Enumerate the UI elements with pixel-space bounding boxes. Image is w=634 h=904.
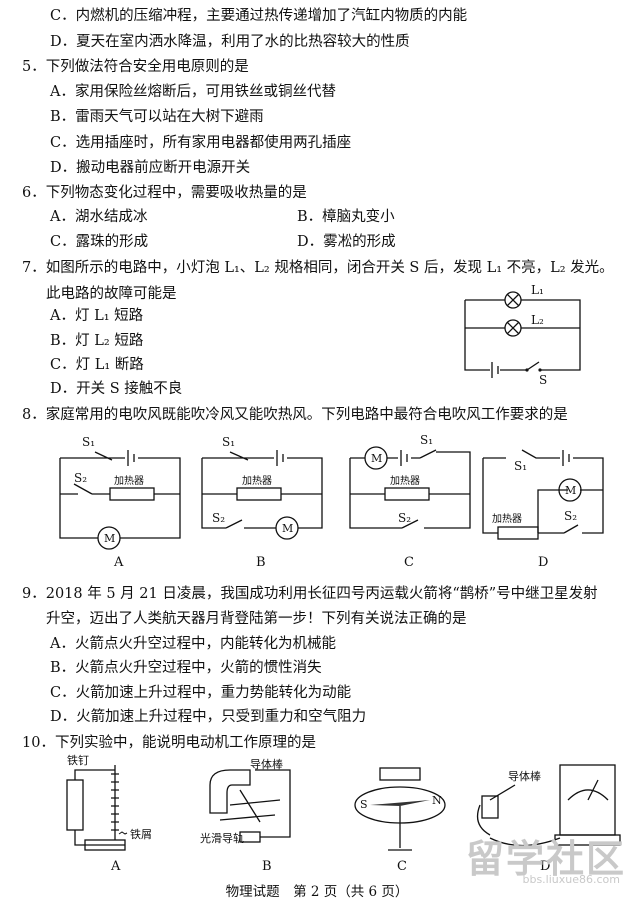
q7-option-c: C．灯 L₁ 断路 [50, 357, 144, 373]
q7-stem-line1: 7．如图所示的电路中，小灯泡 L₁、L₂ 规格相同，闭合开关 S 后，发现 L₁… [22, 260, 614, 276]
svg-text:S₁: S₁ [514, 459, 527, 473]
q8-circuit-c: M S₁ S₂ 加热器 C [349, 433, 471, 570]
svg-text:加热器: 加热器 [492, 512, 522, 525]
q10-experiment-d: 导体棒 D [476, 764, 621, 874]
q9-option-c: C．火箭加速上升过程中，重力势能转化为动能 [50, 685, 352, 701]
svg-text:导体棒: 导体棒 [250, 757, 283, 771]
q9-option-b: B．火箭点火升空过程中，火箭的惯性消失 [50, 660, 322, 676]
q7-label-s: S [539, 373, 547, 387]
watermark-logo: 留学社区 [465, 837, 626, 881]
q8-circuits-figure: M S₁ S₂ 加热器 A M S₁ S₂ 加热器 B M S₁ S₂ 加热器 … [59, 433, 604, 570]
q5-option-b: B．雷雨天气可以站在大树下避雨 [50, 109, 264, 125]
q9-stem-line1: 9．2018 年 5 月 21 日凌晨，我国成功利用长征四号丙运载火箭将“鹊桥”… [22, 586, 598, 602]
battery-icon [66, 779, 84, 831]
q6-option-a: A．湖水结成冰 [50, 209, 148, 225]
svg-text:S₁: S₁ [222, 435, 235, 449]
q8-label-a: A [113, 555, 124, 570]
svg-text:加热器: 加热器 [242, 474, 272, 487]
q9-option-a: A．火箭点火升空过程中，内能转化为机械能 [50, 636, 336, 652]
svg-text:加热器: 加热器 [114, 474, 144, 487]
svg-text:S₂: S₂ [74, 471, 87, 485]
svg-text:加热器: 加热器 [390, 474, 420, 487]
q8-circuit-b: M S₁ S₂ 加热器 B [201, 435, 323, 570]
q7-label-l2: L₂ [531, 313, 544, 327]
lamp-l2-icon [504, 319, 522, 337]
q10-experiment-a: 铁钉 铁屑 A [66, 754, 152, 874]
q4-option-c: C．内燃机的压缩冲程，主要通过热传递增加了汽缸内物质的内能 [50, 8, 468, 24]
q5-option-d: D．搬动电器前应断开电源开关 [50, 160, 251, 176]
q8-label-c: C [404, 555, 414, 570]
q5-option-c: C．选用插座时，所有家用电器都使用两孔插座 [50, 135, 352, 151]
svg-text:M: M [565, 484, 576, 497]
svg-text:M: M [282, 522, 293, 535]
q10-stem: 10．下列实验中，能说明电动机工作原理的是 [22, 735, 316, 751]
q7-option-d: D．开关 S 接触不良 [50, 381, 183, 397]
q10-label-d: D [540, 859, 550, 874]
svg-text:S₂: S₂ [212, 511, 225, 525]
q6-option-d: D．雾凇的形成 [297, 234, 396, 250]
svg-text:S₁: S₁ [82, 435, 95, 449]
svg-text:N: N [432, 794, 442, 807]
page-footer: 物理试题 第 2 页（共 6 页） [225, 884, 409, 900]
svg-text:导体棒: 导体棒 [508, 769, 541, 783]
q8-circuit-d: M S₁ S₂ 加热器 D [482, 449, 604, 570]
q10-experiment-c: S N C [354, 767, 446, 874]
q6-option-b: B．樟脑丸变小 [297, 209, 395, 225]
svg-text:S₁: S₁ [420, 433, 433, 447]
svg-text:光滑导轨: 光滑导轨 [200, 831, 244, 845]
q8-label-d: D [538, 555, 548, 570]
svg-text:铁钉: 铁钉 [67, 754, 89, 767]
q5-option-a: A．家用保险丝熔断后，可用铁丝或铜丝代替 [50, 84, 336, 100]
svg-text:S₂: S₂ [564, 509, 577, 523]
q8-stem: 8．家庭常用的电吹风既能吹冷风又能吹热风。下列电路中最符合电吹风工作要求的是 [22, 407, 568, 423]
svg-text:M: M [371, 452, 382, 465]
svg-text:M: M [104, 532, 115, 545]
q5-stem: 5．下列做法符合安全用电原则的是 [22, 59, 249, 75]
svg-text:S: S [360, 798, 368, 811]
q7-circuit-figure: L₁ L₂ S [464, 283, 581, 387]
lamp-l1-icon [504, 291, 522, 309]
q10-label-a: A [110, 859, 121, 874]
q7-option-a: A．灯 L₁ 短路 [50, 308, 144, 324]
q7-stem-line2: 此电路的故障可能是 [46, 286, 177, 302]
q6-stem: 6．下列物态变化过程中，需要吸收热量的是 [22, 185, 307, 201]
q7-option-b: B．灯 L₂ 短路 [50, 333, 144, 349]
q10-experiment-b: 导体棒 光滑导轨 B [200, 757, 291, 874]
q4-option-d: D．夏天在室内洒水降温，利用了水的比热容较大的性质 [50, 34, 410, 50]
battery-icon [491, 362, 499, 378]
q8-label-b: B [256, 555, 266, 570]
q9-option-d: D．火箭加速上升过程中，只受到重力和空气阻力 [50, 709, 367, 725]
svg-text:S₂: S₂ [398, 511, 411, 525]
svg-text:铁屑: 铁屑 [130, 828, 152, 841]
q10-label-b: B [262, 859, 272, 874]
switch-icon [526, 361, 540, 371]
q10-label-c: C [397, 859, 407, 874]
watermark-url: bbs.liuxue86.com [522, 873, 620, 886]
q7-label-l1: L₁ [531, 283, 544, 297]
q9-stem-line2: 升空，迈出了人类航天器月背登陆第一步！下列有关说法正确的是 [46, 611, 467, 627]
q8-circuit-a: M S₁ S₂ 加热器 A [59, 435, 181, 570]
q10-experiments-figure: 铁钉 铁屑 A 导体棒 光滑导轨 B S N C 导体棒 D [66, 754, 621, 874]
q6-option-c: C．露珠的形成 [50, 234, 149, 250]
